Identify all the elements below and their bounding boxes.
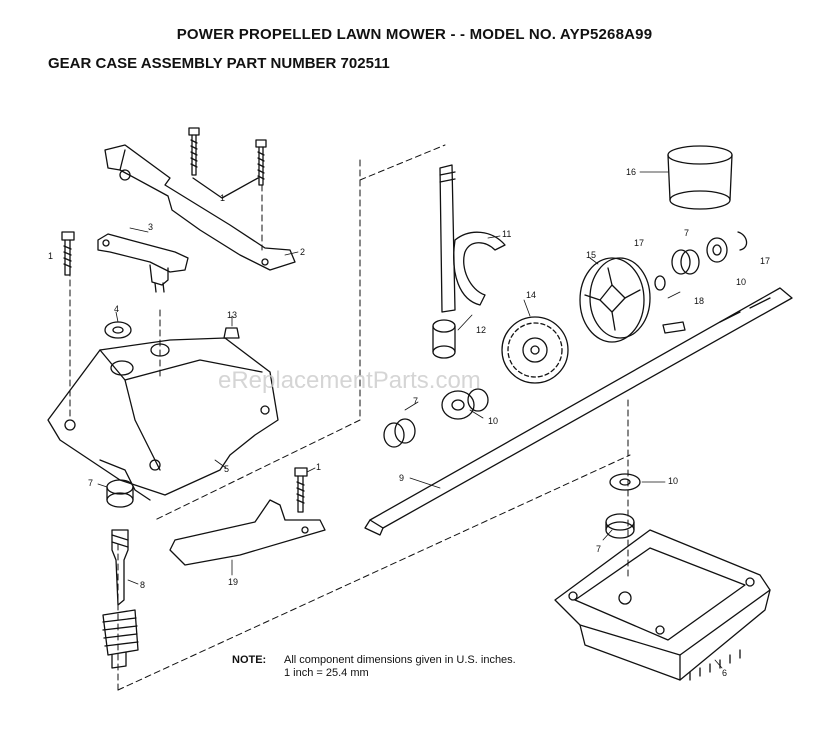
callout-7: 7 — [88, 478, 93, 488]
callout-1: 1 — [316, 462, 321, 472]
bushing-part-7-center — [383, 418, 416, 448]
callout-1: 1 — [220, 193, 225, 203]
shift-fork-part-11 — [439, 164, 506, 313]
callout-10: 10 — [668, 476, 678, 486]
callout-6: 6 — [722, 668, 727, 678]
callout-11: 11 — [502, 229, 511, 239]
plug-part-13 — [223, 327, 240, 339]
callout-14: 14 — [526, 290, 536, 300]
bolt-part-1-left — [61, 231, 75, 276]
bushing-part-7-upper — [671, 249, 700, 275]
dashed-line-vertical-center — [154, 159, 361, 521]
retaining-ring-part-17-b — [737, 231, 748, 251]
plate-part-19 — [169, 499, 326, 566]
diagram-title: POWER PROPELLED LAWN MOWER - - MODEL NO.… — [176, 26, 653, 43]
washer-part-4 — [104, 321, 132, 339]
note-line-2: 1 inch = 25.4 mm — [284, 667, 369, 679]
note-label: NOTE: — [232, 654, 267, 666]
dashed-line-long-diag — [117, 454, 631, 691]
key-part-18 — [662, 321, 686, 334]
callout-9: 9 — [399, 473, 404, 483]
callout-7: 7 — [413, 396, 418, 406]
callout-7: 7 — [596, 544, 601, 554]
dimension-note: NOTE: All component dimensions given in U… — [232, 654, 516, 680]
callout-16: 16 — [626, 167, 636, 177]
callout-2: 2 — [300, 247, 305, 257]
note-line-1: All component dimensions given in U.S. i… — [284, 654, 516, 666]
gear-part-14 — [501, 316, 569, 384]
retaining-ring-part-17-a — [654, 275, 666, 291]
dashed-line-top-connector — [359, 144, 446, 181]
callout-10: 10 — [488, 416, 498, 426]
callout-7: 7 — [684, 228, 689, 238]
bushing-part-16 — [667, 145, 733, 210]
callout-17: 17 — [760, 256, 770, 266]
diagram-subtitle: GEAR CASE ASSEMBLY PART NUMBER 702511 — [48, 55, 390, 72]
axle-part-9 — [364, 287, 793, 536]
bracket-part-2 — [104, 144, 296, 271]
bolt-part-1-top-left — [188, 127, 200, 176]
lower-housing-part-6 — [554, 529, 771, 681]
callout-15: 15 — [586, 250, 596, 260]
washer-part-10-center — [441, 388, 489, 420]
callout-10: 10 — [736, 277, 746, 287]
watermark: eReplacementParts.com — [218, 367, 481, 394]
callout-12: 12 — [476, 325, 486, 335]
callout-18: 18 — [694, 296, 704, 306]
callout-1: 1 — [48, 251, 53, 261]
callout-13: 13 — [227, 310, 237, 320]
callout-17: 17 — [634, 238, 644, 248]
callout-4: 4 — [114, 304, 119, 314]
worm-shaft-part-8 — [102, 529, 139, 669]
clutch-part-15 — [579, 257, 651, 343]
bolt-part-1-lower — [294, 467, 308, 513]
callout-3: 3 — [148, 222, 153, 232]
gear-housing-part-5 — [47, 337, 279, 501]
callout-8: 8 — [140, 580, 145, 590]
lever-part-3 — [97, 233, 189, 273]
bushing-part-7-left — [106, 479, 134, 508]
bolt-part-1-top-right — [255, 139, 267, 186]
callout-5: 5 — [224, 464, 229, 474]
washer-part-10-upper — [706, 237, 728, 263]
bushing-part-7-lower — [605, 513, 635, 539]
callout-19: 19 — [228, 577, 238, 587]
washer-part-10-lower — [609, 473, 641, 491]
sleeve-part-12 — [432, 319, 456, 359]
